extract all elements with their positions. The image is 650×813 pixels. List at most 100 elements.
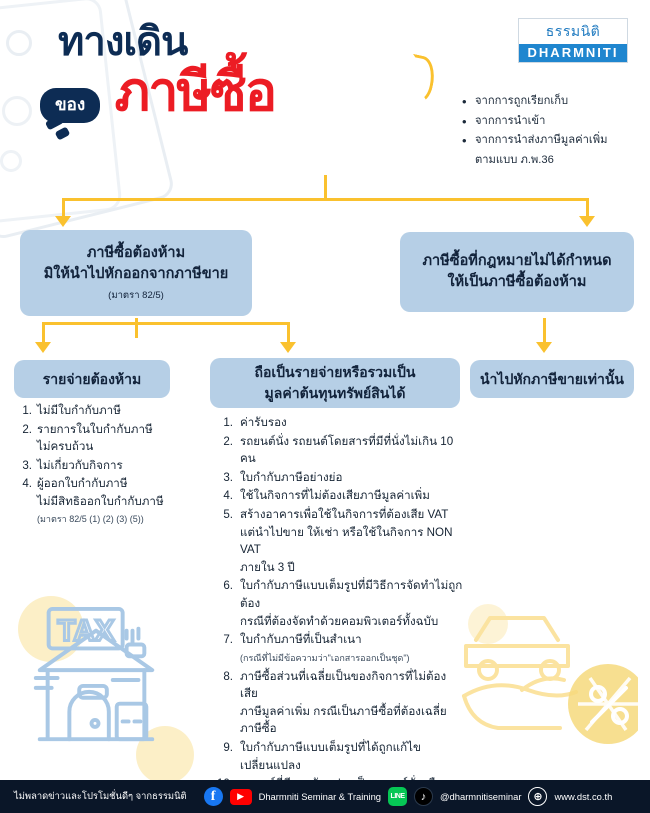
list-item-line-2: กรณีที่ต้องจัดทำด้วยคอมพิวเตอร์ทั้งฉบับ xyxy=(240,614,439,628)
list-item-line-2: ภาษีมูลค่าเพิ่ม กรณีเป็นภาษีซื้อที่ต้องเ… xyxy=(240,704,447,736)
header-box-cost-of-asset: ถือเป็นรายจ่ายหรือรวมเป็น มูลค่าต้นทุนทร… xyxy=(210,358,460,408)
header-bullet-item: จากการนำส่งภาษีมูลค่าเพิ่ม xyxy=(462,130,644,152)
list-item: 1. ค่ารับรอง xyxy=(213,414,463,432)
header-box-deduct-sales-tax: นำไปหักภาษีขายเท่านั้น xyxy=(470,360,634,398)
youtube-icon[interactable]: ▶ xyxy=(229,788,252,805)
connector-left-stem xyxy=(135,318,138,338)
list-item-number: 8. xyxy=(223,669,233,683)
list-item-text: ไม่มีใบกำกับภาษี xyxy=(37,404,121,417)
list-item-number: 9. xyxy=(223,740,233,754)
list-item: 2. รายการในใบกำกับภาษี ไม่ครบถ้วน xyxy=(16,421,196,456)
list-item-text: ใบกำกับภาษีแบบเต็มรูปที่มีวิธีการจัดทำไม… xyxy=(240,577,463,630)
footer-website[interactable]: www.dst.co.th xyxy=(554,791,613,802)
list-item-line-2: แต่นำไปขาย ให้เช่า หรือใช้ในกิจการ NON V… xyxy=(240,525,453,557)
list-item-number: 2. xyxy=(223,434,233,448)
list-item-line-1: รายการในใบกำกับภาษี xyxy=(37,422,153,436)
title-connector-pill: ของ xyxy=(40,88,101,123)
box-line-1: ภาษีซื้อที่กฎหมายไม่ได้กำหนด xyxy=(422,252,612,269)
arrow-head-left-branch xyxy=(55,216,71,227)
list-item-text: รายการในใบกำกับภาษี ไม่ครบถ้วน xyxy=(37,421,196,456)
cost-of-asset-list: 1. ค่ารับรอง 2. รถยนต์นั่ง รถยนต์โดยสารท… xyxy=(213,414,463,813)
tiktok-icon[interactable]: ♪ xyxy=(414,787,434,806)
list-item-number: 4. xyxy=(223,489,233,503)
box-legal-note: (มาตรา 82/5) xyxy=(108,290,164,302)
list-item-number: 7. xyxy=(223,633,233,647)
connector-sub-left-drop xyxy=(42,322,45,344)
list-item-text: ใบกำกับภาษีอย่างย่อ xyxy=(240,470,343,484)
list-item-number: 4. xyxy=(22,477,32,491)
list-item: 7. ใบกำกับภาษีที่เป็นสำเนา (กรณีที่ไม่มี… xyxy=(213,631,463,666)
box-not-prohibited-by-law: ภาษีซื้อที่กฎหมายไม่ได้กำหนด ให้เป็นภาษี… xyxy=(400,232,634,312)
list-item: 3. ใบกำกับภาษีอย่างย่อ xyxy=(213,469,463,487)
list-item: 4. ใช้ในกิจการที่ไม่ต้องเสียภาษีมูลค่าเพ… xyxy=(213,487,463,505)
list-item-text: ใบกำกับภาษีที่เป็นสำเนา (กรณีที่ไม่มีข้อ… xyxy=(240,631,463,666)
list-item-number: 1. xyxy=(223,416,233,429)
list-item-number: 3. xyxy=(22,458,32,472)
list-item-number: 3. xyxy=(223,470,233,484)
arrow-head-right-branch xyxy=(579,216,595,227)
tax-house-illustration: TAX xyxy=(33,606,155,742)
dharmniti-logo: ธรรมนิติ DHARMNITI xyxy=(518,18,628,63)
list-item: 9. ใบกำกับภาษีแบบเต็มรูปที่ได้ถูกแก้ไขเป… xyxy=(213,739,463,774)
list-item-number: 6. xyxy=(223,579,233,593)
list-item: 6. ใบกำกับภาษีแบบเต็มรูปที่มีวิธีการจัดท… xyxy=(213,577,463,630)
connector-root-horizontal xyxy=(62,198,589,201)
list-item-line-2: ไม่มีสิทธิออกใบกำกับภาษี xyxy=(37,495,164,509)
facebook-icon[interactable]: f xyxy=(203,787,223,806)
page-title: ทางเดิน ของ ภาษีซื้อ xyxy=(0,20,470,141)
list-item: 5. สร้างอาคารเพื่อใช้ในกิจการที่ต้องเสีย… xyxy=(213,506,463,576)
footer-bar: ไม่พลาดข่าวและโปรโมชั่นดีๆ จากธรรมนิติ f… xyxy=(0,780,650,813)
box-line-1: ภาษีซื้อต้องห้าม xyxy=(86,244,186,261)
list-item-line-2: ไม่ครบถ้วน xyxy=(37,440,94,454)
list-item-number: 5. xyxy=(223,508,233,522)
header-box-prohibited-expense: รายจ่ายต้องห้าม xyxy=(14,360,170,398)
logo-thai-text: ธรรมนิติ xyxy=(545,23,601,39)
list-item-line-1: ผู้ออกใบกำกับภาษี xyxy=(37,477,128,491)
arrow-head-deduct-sales-tax xyxy=(536,342,552,353)
list-item-text: รถยนต์นั่ง รถยนต์โดยสารที่มีที่นั่งไม่เก… xyxy=(240,434,454,466)
header-bullet-item: จากการนำเข้า xyxy=(462,111,644,133)
car-hand-percent-illustration xyxy=(462,616,638,744)
header-box-label-line-1: ถือเป็นรายจ่ายหรือรวมเป็น xyxy=(254,364,416,380)
box-prohibited-input-tax: ภาษีซื้อต้องห้าม มิให้นำไปหักออกจากภาษีข… xyxy=(20,230,252,316)
list-item-line-2-note: (กรณีที่ไม่มีข้อความว่า"เอกสารออกเป็นชุด… xyxy=(240,652,410,663)
header-bullet-item: จากการถูกเรียกเก็บ xyxy=(462,91,644,113)
list-item: 3. ไม่เกี่ยวกับกิจการ xyxy=(16,457,196,475)
box-line-2: มิให้นำไปหักออกจากภาษีขาย xyxy=(43,266,229,282)
connector-root-stem xyxy=(324,175,327,201)
logo-english-text: DHARMNITI xyxy=(519,44,627,62)
list-item-number: 2. xyxy=(22,422,32,436)
connector-left-horizontal xyxy=(42,322,290,325)
arrow-head-expense-prohibited xyxy=(35,342,51,353)
header-bullet-subtext: ตามแบบ ภ.พ.36 xyxy=(475,153,554,166)
connector-right-drop xyxy=(586,198,589,218)
list-item-text: ใบกำกับภาษีแบบเต็มรูปที่ได้ถูกแก้ไขเปลี่… xyxy=(240,740,421,772)
footer-page-name: Dharmniti Seminar & Training xyxy=(258,791,382,802)
tag-hole-decoration-3 xyxy=(0,150,22,172)
title-main-text: ภาษีซื้อ xyxy=(114,61,278,122)
list-item: 1. ไม่มีใบกำกับภาษี xyxy=(16,402,196,420)
list-item-text: ผู้ออกใบกำกับภาษี ไม่มีสิทธิออกใบกำกับภา… xyxy=(37,475,196,510)
list-item-line-1: สร้างอาคารเพื่อใช้ในกิจการที่ต้องเสีย VA… xyxy=(240,508,449,522)
header-box-label: รายจ่ายต้องห้าม xyxy=(42,370,142,387)
footprints-icon xyxy=(44,114,71,141)
list-item-line-1: ใบกำกับภาษีที่เป็นสำเนา xyxy=(240,633,362,647)
connector-left-drop xyxy=(62,198,65,218)
line-icon[interactable]: LINE xyxy=(388,787,408,806)
header-box-label-line-2: มูลค่าต้นทุนทรัพย์สินได้ xyxy=(264,385,406,401)
list-item-number: 1. xyxy=(22,404,32,417)
footer-tagline: ไม่พลาดข่าวและโปรโมชั่นดีๆ จากธรรมนิติ xyxy=(14,790,187,801)
tax-house-label: TAX xyxy=(58,615,115,648)
list-footnote: (มาตรา 82/5 (1) (2) (3) (5)) xyxy=(37,513,144,524)
title-line-1: ทางเดิน xyxy=(58,20,188,64)
list-item-text: ค่ารับรอง xyxy=(240,416,287,429)
list-item: 4. ผู้ออกใบกำกับภาษี ไม่มีสิทธิออกใบกำกั… xyxy=(16,475,196,510)
connector-right-stem xyxy=(543,318,546,344)
list-item-text: ไม่เกี่ยวกับกิจการ xyxy=(37,458,123,472)
connector-sub-mid-drop xyxy=(287,322,290,344)
globe-icon[interactable]: ⊕ xyxy=(528,787,548,806)
arrow-head-cost-of-asset xyxy=(280,342,296,353)
prohibited-expense-list: 1. ไม่มีใบกำกับภาษี 2. รายการในใบกำกับภา… xyxy=(16,402,196,526)
list-item-line-3: ภายใน 3 ปี xyxy=(240,560,295,574)
